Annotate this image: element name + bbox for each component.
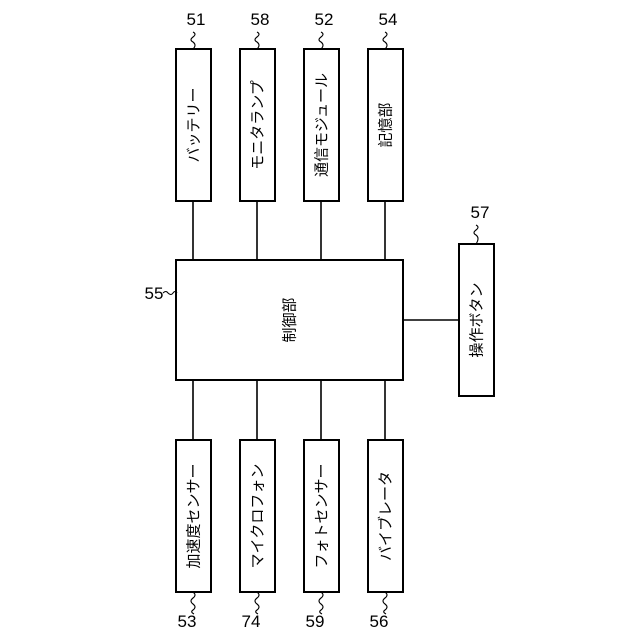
vibrator-label: バイブレータ [377,471,395,561]
microphone-ref-number: 74 [242,612,261,631]
battery-label: バッテリー [185,87,203,162]
component-battery: バッテリー 51 [176,10,211,201]
communication-module-label: 通信モジュール [313,73,331,177]
component-communication-module: 通信モジュール 52 [304,10,339,201]
storage-leader-line [383,32,387,49]
photo-sensor-label: フォトセンサー [313,463,331,568]
controller-label: 制御部 [281,297,299,342]
microphone-label: マイクロフォン [249,464,267,569]
component-monitor-lamp: モニタランプ 58 [240,10,275,201]
communication-module-ref-number: 52 [315,10,334,29]
component-vibrator: バイブレータ 56 [368,440,403,631]
controller-ref-number: 55 [145,284,164,303]
monitor-lamp-label: モニタランプ [249,80,267,170]
component-storage: 記憶部 54 [368,10,403,201]
storage-ref-number: 54 [379,10,398,29]
operation-button-ref-number: 57 [471,203,490,222]
photo-sensor-ref-number: 59 [306,612,325,631]
component-controller: 制御部 55 [145,260,403,380]
vibrator-leader-line [383,592,387,614]
monitor-lamp-ref-number: 58 [251,10,270,29]
storage-label: 記憶部 [377,102,395,147]
operation-button-label: 操作ボタン [468,282,486,357]
photo-sensor-leader-line [319,592,323,614]
component-photo-sensor: フォトセンサー 59 [304,440,339,631]
acceleration-sensor-leader-line [191,592,195,614]
battery-ref-number: 51 [187,10,206,29]
operation-button-leader-line [474,225,478,244]
battery-leader-line [191,32,195,49]
vibrator-ref-number: 56 [370,612,389,631]
controller-leader-line [163,292,177,295]
microphone-leader-line [255,592,259,614]
acceleration-sensor-ref-number: 53 [178,612,197,631]
component-operation-button: 操作ボタン 57 [459,203,494,396]
acceleration-sensor-label: 加速度センサー [185,463,203,568]
communication-module-leader-line [319,32,323,49]
component-microphone: マイクロフォン 74 [240,440,275,631]
monitor-lamp-leader-line [255,32,259,49]
component-acceleration-sensor: 加速度センサー 53 [176,440,211,631]
